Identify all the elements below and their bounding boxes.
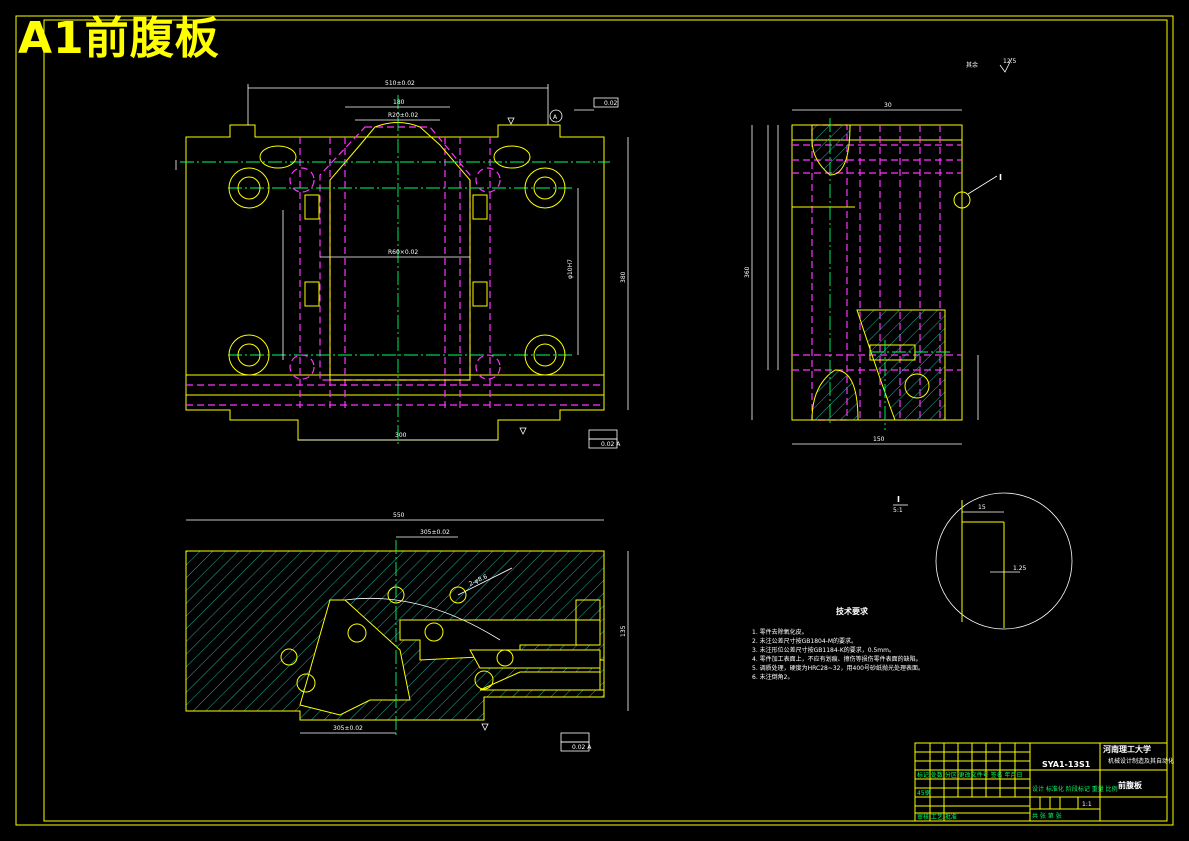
note-1: 1. 零件去除氧化皮。 xyxy=(752,628,808,636)
inner-frame xyxy=(43,19,1168,822)
detail-view: I 5:1 15 1.25 xyxy=(893,492,1073,630)
dim-side-height: 360 xyxy=(744,266,751,278)
tol-parallel: 0.02 A xyxy=(601,441,621,448)
note-5: 5. 调质处理，硬度为HRC28~32，用400号砂纸抛光处理表面。 xyxy=(752,664,924,672)
school-sub: 机械设计制造及其自动化 xyxy=(1108,757,1174,765)
audit-row: 审核 工艺 批准 xyxy=(917,813,957,821)
section-dim-2: 305±0.02 xyxy=(333,725,363,732)
dim-top-width: 510±0.02 xyxy=(385,80,415,87)
section-view: 550 305±0.02 305±0.02 135 2-φ8.6 0.02 A xyxy=(185,512,629,752)
section-marker-label: I xyxy=(999,173,1002,182)
dim-inner-top: 180 xyxy=(393,99,405,106)
section-dim-1: 305±0.02 xyxy=(420,529,450,536)
note-4: 4. 零件加工表面上，不应有划痕、擦伤等损伤零件表面的缺陷。 xyxy=(752,655,922,663)
front-view: 510±0.02 180 R20±0.02 R60×0.02 φ10H7 380… xyxy=(175,80,629,449)
dim-pocket-top: R20±0.02 xyxy=(388,112,418,119)
note-2: 2. 未注公差尺寸按GB1804-M的要求。 xyxy=(752,637,857,645)
process-row: 共 张 第 张 xyxy=(1032,812,1062,820)
technical-notes: 技术要求 1. 零件去除氧化皮。 2. 未注公差尺寸按GB1804-M的要求。 … xyxy=(752,606,924,681)
side-view: I 150 360 30 其余 12.5 xyxy=(744,57,1017,445)
dim-bottom-width: 300 xyxy=(395,432,407,439)
notes-heading: 技术要求 xyxy=(836,606,869,616)
dim-overall-height: 380 xyxy=(620,271,627,283)
school-name: 河南理工大学 xyxy=(1103,744,1151,754)
detail-dim: 15 xyxy=(978,504,986,511)
tol-flatness: 0.02 xyxy=(604,100,618,107)
section-height-dim: 135 xyxy=(620,625,627,637)
section-width-dim: 550 xyxy=(393,512,405,519)
title-block: SYA1-13S1 河南理工大学 机械设计制造及其自动化 前腹板 标记 处数 分… xyxy=(914,742,1174,822)
drawing-number: SYA1-13S1 xyxy=(1042,760,1091,769)
outer-frame xyxy=(15,15,1174,826)
part-name: 前腹板 xyxy=(1118,780,1143,790)
design-row: 设计 标准化 阶段标记 重量 比例 xyxy=(1032,785,1118,793)
dim-side-top: 30 xyxy=(884,102,892,109)
dim-pocket-mid: R60×0.02 xyxy=(388,249,418,256)
datum-a-label: A xyxy=(553,114,558,121)
roughness-label: 其余 xyxy=(966,61,978,69)
scale-value: 1:1 xyxy=(1082,801,1092,808)
detail-small-dim: 1.25 xyxy=(1013,565,1027,572)
detail-scale: 5:1 xyxy=(893,507,903,514)
detail-label: I xyxy=(897,495,900,504)
dim-bolt-span: φ10H7 xyxy=(567,259,574,279)
drawing-title: A1前腹板 xyxy=(18,13,220,64)
note-6: 6. 未注倒角2。 xyxy=(752,673,793,681)
material-note: 45钢 xyxy=(917,789,931,797)
dim-side-width: 150 xyxy=(873,436,885,443)
tol-perp: 0.02 A xyxy=(572,744,592,751)
note-3: 3. 未注形位公差尺寸按GB1184-K的要求，0.5mm。 xyxy=(752,646,895,654)
revision-row: 标记 处数 分区 更改文件号 签名 年月日 xyxy=(917,771,1023,779)
roughness-value: 12.5 xyxy=(1003,58,1017,65)
